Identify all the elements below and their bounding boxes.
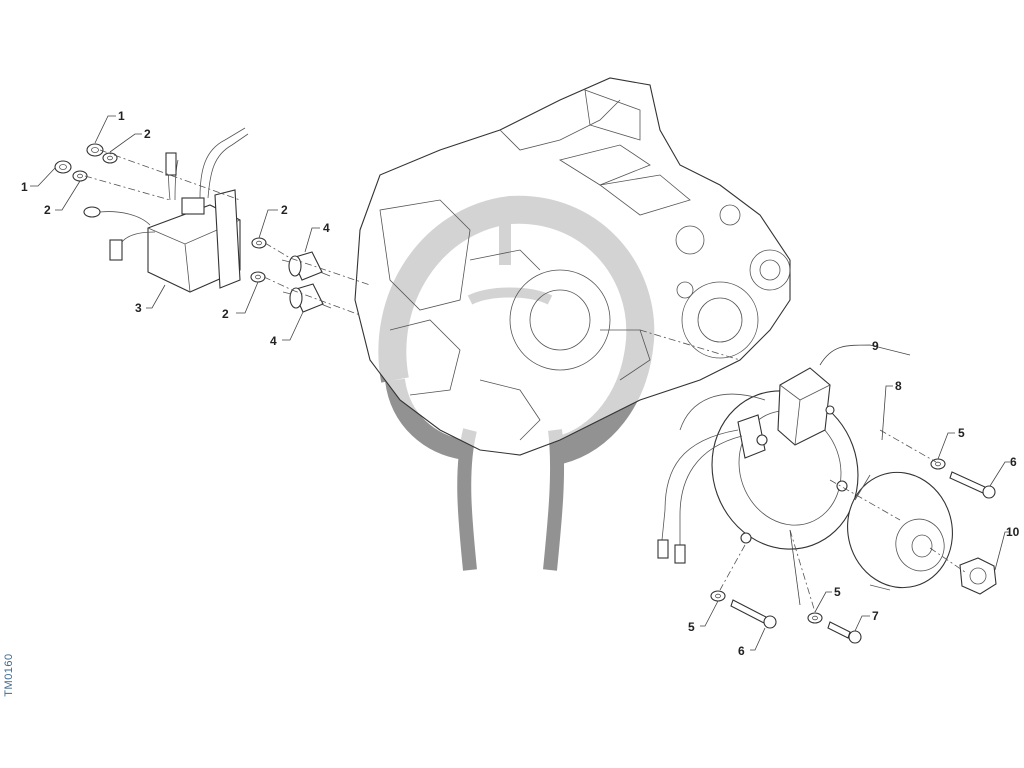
bolt-6a — [949, 471, 996, 499]
rubber-mount-4b — [282, 283, 332, 313]
callout-7: 7 — [872, 609, 879, 623]
callout-5-lower-right: 5 — [834, 585, 841, 599]
callout-6-right: 6 — [1010, 455, 1017, 469]
callout-1-lower: 1 — [21, 180, 28, 194]
washer-2d — [250, 271, 266, 283]
callout-5-lower-left: 5 — [688, 620, 695, 634]
engine-crankcase — [354, 77, 791, 456]
bolt-6b — [730, 599, 777, 629]
callout-8: 8 — [895, 379, 902, 393]
nut-1a — [86, 143, 104, 157]
callout-6-lower: 6 — [738, 644, 745, 658]
callout-labels: 1 1 2 2 2 2 3 4 4 9 8 5 6 10 5 5 6 7 — [21, 109, 1020, 658]
ignition-coil-assembly — [83, 127, 249, 293]
callout-2-upper: 2 — [144, 127, 151, 141]
callout-2-left: 2 — [44, 203, 51, 217]
callout-4-lower: 4 — [270, 334, 277, 348]
callout-2-mid-lower: 2 — [222, 307, 229, 321]
washer-5b — [710, 590, 726, 602]
rubber-mount-4a — [281, 251, 331, 281]
washer-2b — [72, 170, 88, 182]
callout-1-upper: 1 — [118, 109, 125, 123]
nut-1b — [54, 160, 72, 174]
washer-2a — [102, 152, 118, 164]
diagram-reference-code: TM0160 — [3, 653, 15, 697]
callout-4-upper: 4 — [323, 221, 330, 235]
flywheel-rotor — [847, 471, 953, 591]
stator-pickup-assembly — [657, 367, 859, 564]
callout-10: 10 — [1006, 525, 1020, 539]
washer-5c — [807, 612, 823, 624]
callout-5-right: 5 — [958, 426, 965, 440]
bolt-7 — [827, 621, 862, 644]
callout-3: 3 — [135, 301, 142, 315]
washer-2c — [251, 237, 267, 249]
leader-lines — [30, 115, 1010, 651]
callout-2-mid-upper: 2 — [281, 203, 288, 217]
flywheel-nut-10 — [959, 557, 997, 595]
callout-9: 9 — [872, 339, 879, 353]
